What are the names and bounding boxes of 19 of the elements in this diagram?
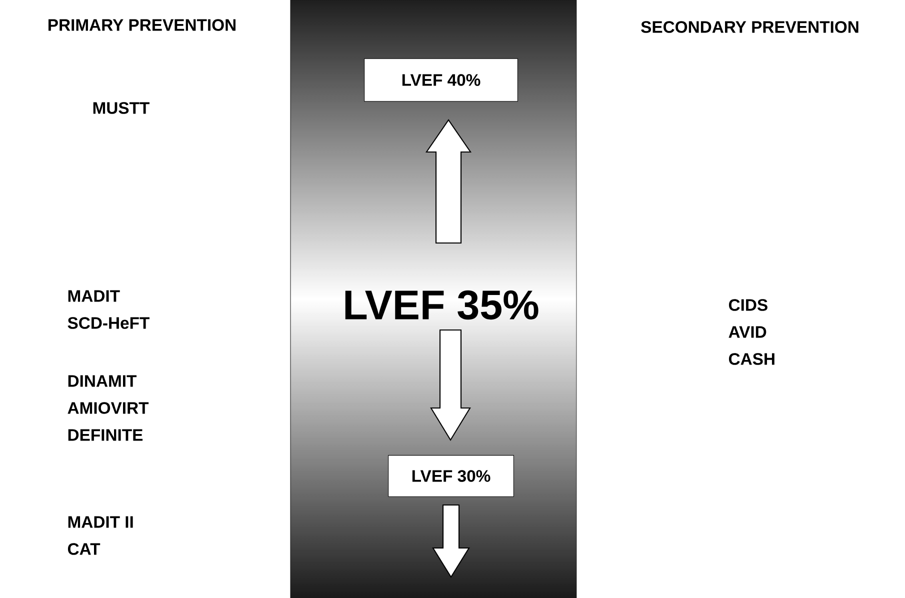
trial-name: CIDS bbox=[728, 299, 768, 311]
block-arrow bbox=[432, 504, 470, 578]
trial-name: CASH bbox=[728, 353, 774, 365]
section-heading: SECONDARY PREVENTION bbox=[641, 21, 858, 33]
section-heading: PRIMARY PREVENTION bbox=[48, 19, 236, 31]
trial-name: SCD-HeFT bbox=[68, 317, 150, 329]
trial-name: MADIT bbox=[68, 290, 120, 302]
block-arrow bbox=[430, 329, 471, 442]
trial-name: MUSTT bbox=[93, 102, 150, 114]
trial-name: CAT bbox=[68, 543, 100, 555]
value-box: LVEF 40% bbox=[364, 58, 518, 102]
trial-name: DEFINITE bbox=[68, 429, 143, 441]
trial-name: AMIOVIRT bbox=[68, 402, 149, 414]
trial-name: AVID bbox=[728, 326, 766, 338]
value-text: LVEF 35% bbox=[345, 290, 538, 320]
trial-name: DINAMIT bbox=[68, 375, 137, 387]
trial-name: MADIT II bbox=[68, 516, 133, 528]
block-arrow bbox=[426, 119, 472, 244]
value-box: LVEF 30% bbox=[388, 455, 514, 497]
